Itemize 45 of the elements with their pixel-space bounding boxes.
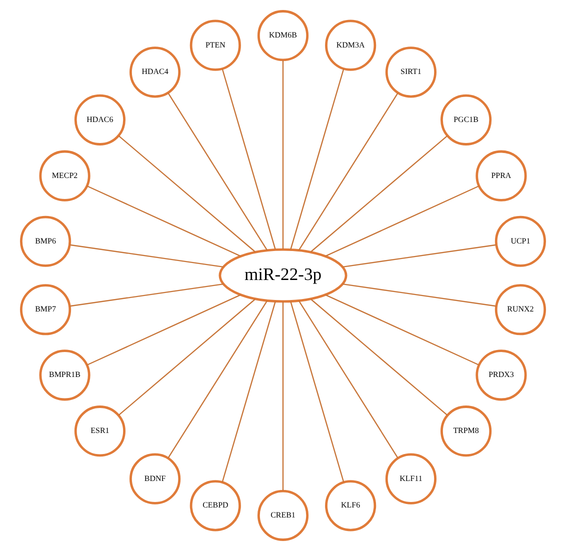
connector [167, 92, 268, 251]
node-circle: KDM6B [256, 10, 308, 62]
node-circle: KDM3A [324, 20, 376, 71]
node-circle: SIRT1 [384, 46, 436, 98]
connector [167, 300, 268, 458]
connector [324, 294, 479, 366]
node-circle: MECP2 [38, 150, 90, 202]
node-circle: HDAC6 [74, 94, 125, 146]
node-circle: PGC1B [440, 94, 492, 146]
connector [221, 68, 276, 250]
connector [221, 301, 276, 482]
connector [310, 135, 448, 252]
connector [342, 283, 496, 307]
connector [298, 92, 398, 251]
connector [290, 301, 344, 482]
node-circle: KLF6 [324, 480, 376, 532]
node-circle: BMPR1B [38, 350, 90, 401]
node-circle: PRDX3 [475, 350, 526, 401]
node-circle: BDNF [129, 453, 180, 504]
connector [298, 300, 398, 458]
connector [282, 60, 284, 250]
node-circle: CREB1 [256, 490, 308, 541]
connector [324, 185, 479, 257]
node-circle: PPRA [475, 150, 526, 202]
node-circle: CEBPD [189, 480, 240, 532]
node-circle: BMP7 [20, 284, 71, 336]
connector [310, 298, 448, 416]
connector [282, 302, 284, 491]
node-circle: PTEN [189, 20, 240, 71]
node-circle: HDAC4 [129, 46, 180, 98]
connector [118, 135, 256, 252]
node-circle: ESR1 [74, 406, 125, 457]
node-circle: BMP6 [20, 216, 71, 267]
connector [118, 298, 256, 416]
connector [86, 185, 240, 257]
node-circle: KLF11 [384, 453, 436, 504]
connector [86, 294, 240, 366]
node-ellipse: miR-22-3p [218, 248, 347, 303]
connector [69, 283, 223, 307]
node-circle: TRPM8 [440, 406, 492, 457]
node-circle: UCP1 [494, 216, 546, 267]
node-circle: RUNX2 [494, 284, 546, 336]
connector [290, 68, 344, 250]
connector [69, 244, 223, 268]
connector [342, 244, 496, 268]
